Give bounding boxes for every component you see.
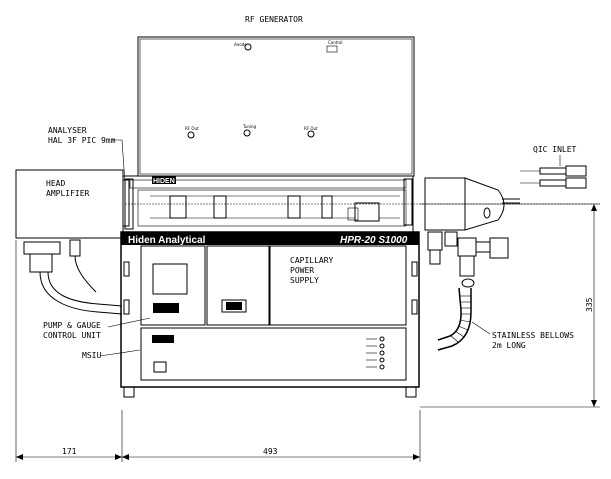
bellows-label-line2: 2m LONG <box>492 341 526 350</box>
capillary-label-line3: SUPPLY <box>290 276 319 285</box>
model-label: HPR-20 S1000 <box>340 235 408 246</box>
svg-text:Anode: Anode <box>234 42 247 47</box>
svg-text:Tuning: Tuning <box>242 124 257 129</box>
rf-generator-label: RF GENERATOR <box>245 15 303 24</box>
qic-inlet-label: QIC INLET <box>533 145 577 154</box>
analyser-label-line2: HAL 3F PIC 9mm <box>48 136 116 145</box>
capillary-label-line1: CAPILLARY <box>290 256 334 265</box>
brand-label: Hiden Analytical <box>128 235 206 246</box>
qic-inlet-head <box>424 165 587 231</box>
pump-gauge-label-line1: PUMP & GAUGE <box>43 321 101 330</box>
left-width-dimension-label: 171 <box>62 447 77 456</box>
analyser-label-line1: ANALYSER <box>48 126 87 135</box>
main-width-dimension-label: 493 <box>263 447 278 456</box>
height-dimension-label: 335 <box>585 297 594 312</box>
rf-generator-unit: Anode Control RF Out Tuning RF Out <box>137 36 415 177</box>
main-cabinet: Hiden Analytical HPR-20 S1000 <box>120 231 420 398</box>
dimension-width <box>15 240 421 462</box>
head-amp-cable <box>23 239 123 315</box>
svg-text:Control: Control <box>328 40 342 45</box>
dimension-height <box>420 203 600 408</box>
valve-assembly <box>427 231 509 288</box>
pump-gauge-label-line2: CONTROL UNIT <box>43 331 101 340</box>
analyser-logo: HIDEN <box>153 178 175 185</box>
capillary-label-line2: POWER <box>290 266 314 275</box>
svg-text:RF Out: RF Out <box>304 126 318 131</box>
head-amplifier <box>15 169 130 239</box>
bellows-label-line1: STAINLESS BELLOWS <box>492 331 574 340</box>
svg-text:RF Out: RF Out <box>185 126 199 131</box>
head-amplifier-label-line2: AMPLIFIER <box>46 189 90 198</box>
head-amplifier-label-line1: HEAD <box>46 179 65 188</box>
stainless-bellows <box>437 287 472 351</box>
msiu-label: MSIU <box>82 351 101 360</box>
